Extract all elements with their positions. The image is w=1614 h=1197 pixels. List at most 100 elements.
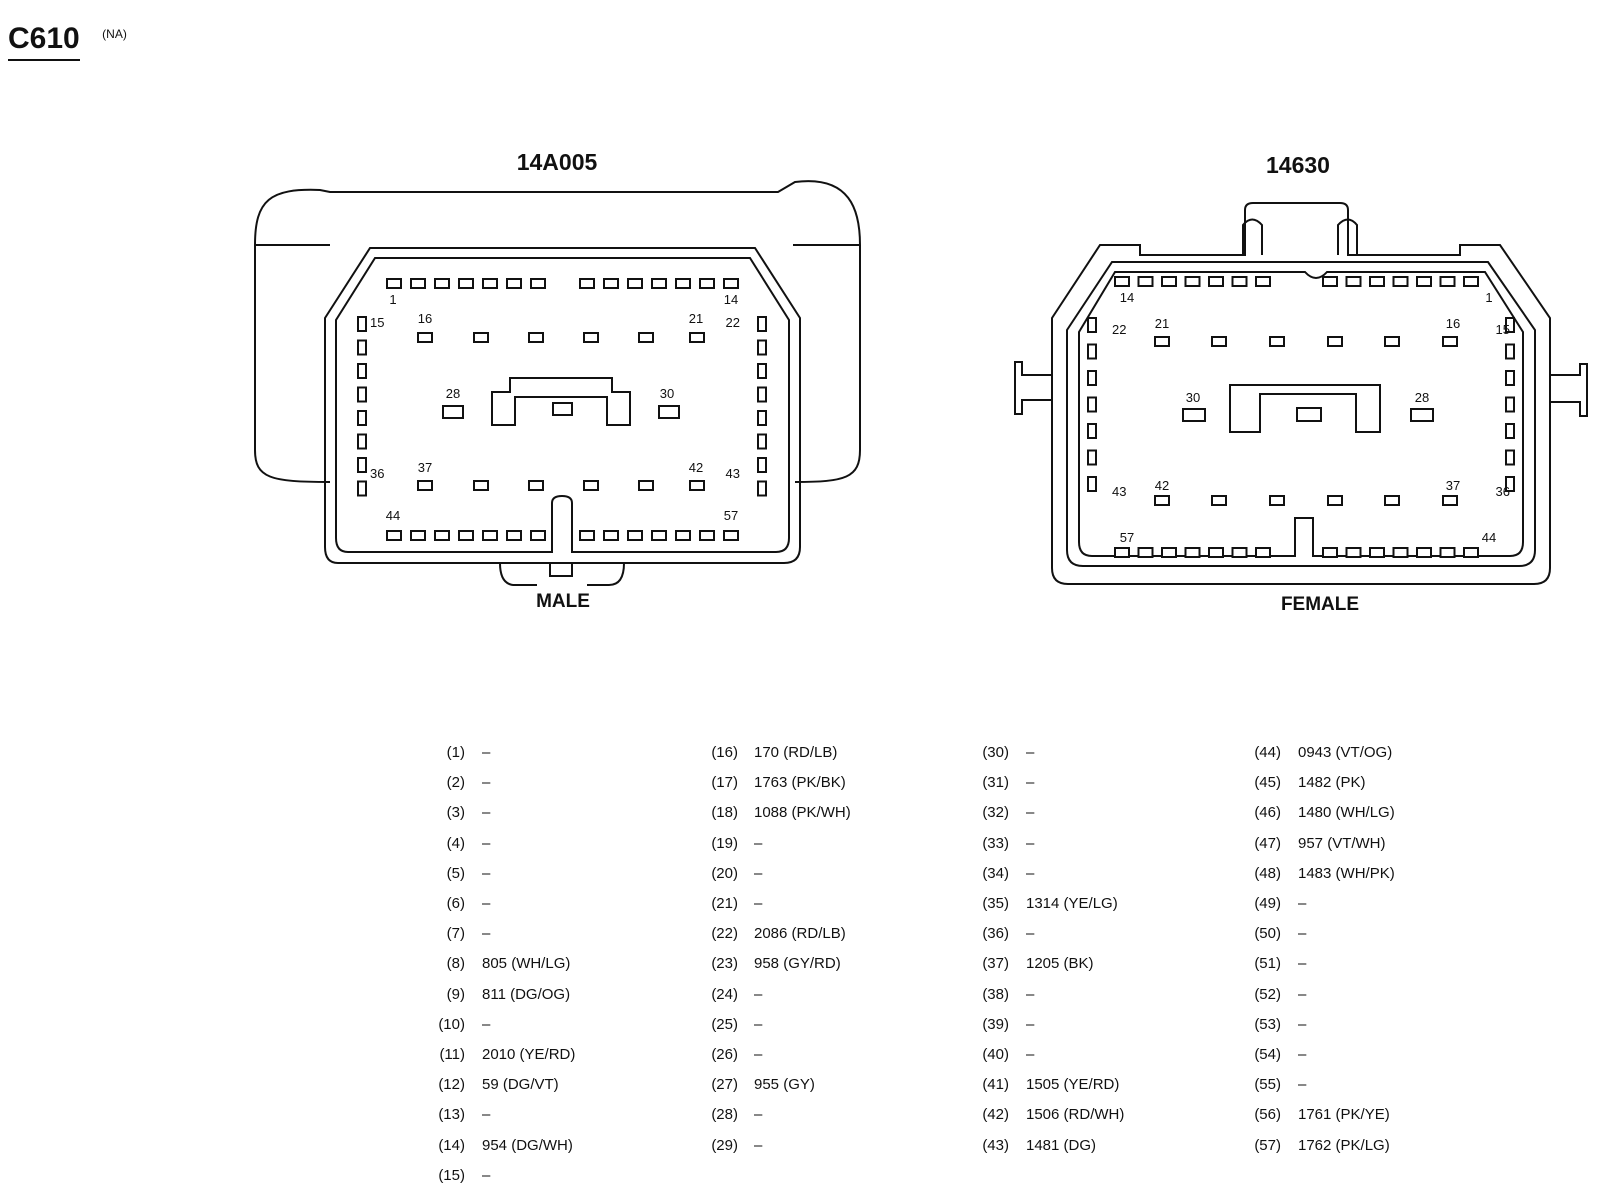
pin-number-text: (9) [446,985,465,1003]
male-pins [357,278,767,541]
pin-number: (39) [949,1016,1009,1046]
female-pin-bottom-right-3 [1392,547,1409,558]
pin-number: (56) [1221,1106,1281,1136]
male-bottom-tabs [499,562,625,586]
female-pin-col-left-1 [1087,343,1097,360]
female-pin-col-right-6 [1505,476,1515,492]
pin-number-text: (38) [982,985,1009,1003]
male-pin-col-left-1 [357,339,367,356]
male-pin-bottom-left-2 [434,530,450,541]
pin-number: (34) [949,865,1009,895]
pin-number: (26) [678,1046,738,1076]
pin-number-text: (24) [711,985,738,1003]
pin-number: (41) [949,1076,1009,1106]
pin-number-text: (29) [711,1136,738,1154]
pin-number: (25) [678,1016,738,1046]
female-gender-label: FEMALE [1281,594,1359,615]
pin-number: (38) [949,986,1009,1016]
pin-number: (49) [1221,895,1281,925]
pin-number-text: (19) [711,834,738,852]
female-label-pin-30: 30 [1186,390,1200,405]
male-pin-bottom-right-6 [723,530,739,541]
pin-number: (37) [949,955,1009,985]
pin-number-text: (57) [1254,1136,1281,1154]
female-pin-top-left-5 [1231,276,1248,287]
female-pin-col-left-3 [1087,396,1097,413]
female-housing-outline [1051,202,1551,585]
male-pin-row-upper-1 [473,332,489,343]
pin-number: (51) [1221,955,1281,985]
pin-number-text: (42) [982,1106,1009,1124]
pin-number-text: (55) [1254,1076,1281,1094]
female-label-pin-44: 44 [1482,530,1496,545]
male-face-outer [324,247,801,564]
pin-number-text: (23) [711,955,738,973]
female-pin-col-left-5 [1087,449,1097,466]
pin-circuit: – [482,864,491,882]
pin-number-text: (51) [1254,955,1281,973]
male-label-pin-44: 44 [386,508,400,523]
pin-number: (44) [1221,744,1281,774]
pin-number-text: (10) [438,1015,465,1033]
male-pin-30 [658,405,680,419]
pin-number: (36) [949,925,1009,955]
male-label-pin-36: 36 [370,466,384,481]
male-bottom-key [549,562,573,577]
pin-circuit: – [1026,985,1035,1003]
pin-number-text: (11) [439,1046,465,1063]
male-pin-bottom-left-3 [458,530,474,541]
female-side-latch-right [1550,363,1588,417]
connector-variant: (NA) [102,27,127,41]
male-pin-col-left-4 [357,410,367,426]
pin-number: (40) [949,1046,1009,1076]
pin-circuit: – [482,925,491,943]
pin-number-text: (39) [982,1015,1009,1033]
pin-number-text: (4) [446,834,465,852]
female-label-pin-21: 21 [1155,316,1169,331]
pin-number: (11) [405,1046,465,1076]
pin-number: (28) [678,1106,738,1136]
male-pin-bottom-right-1 [603,530,619,541]
pin-number-text: (5) [446,864,465,882]
pin-circuit: 2086 (RD/LB) [754,925,846,943]
female-label-pin-14: 14 [1120,290,1134,305]
female-side-latch-left [1014,361,1052,415]
male-pin-col-left-6 [357,457,367,473]
female-label-pin-37: 37 [1446,478,1460,493]
pin-number: (54) [1221,1046,1281,1076]
female-pin-bottom-left-0 [1114,547,1130,558]
female-pin-row-lower-0 [1154,495,1170,506]
male-pin-bottom-left-5 [506,530,522,541]
pin-number: (30) [949,744,1009,774]
pin-number-text: (2) [446,774,465,792]
male-gender-label: MALE [536,591,590,612]
female-pin-row-upper-1 [1211,336,1227,347]
female-face-inner [1078,271,1524,557]
male-pin-row-lower-3 [583,480,599,491]
pin-circuit: – [1026,834,1035,852]
female-pin-col-left-2 [1087,370,1097,386]
male-part-number: 14A005 [517,149,598,175]
female-center-key [1229,384,1381,433]
male-pin-top-left-4 [482,278,498,289]
pin-number-text: (27) [711,1076,738,1094]
female-label-pin-28: 28 [1415,390,1429,405]
female-pin-col-left-6 [1087,476,1097,492]
pin-circuit: – [754,1136,763,1154]
pin-number-text: (43) [982,1136,1009,1154]
male-pin-col-right-7 [757,480,767,497]
female-label-pin-22: 22 [1112,322,1126,337]
pin-number-text: (35) [982,895,1009,912]
pin-circuit: – [1026,804,1035,822]
female-pin-row-upper-4 [1384,336,1400,347]
pin-circuit: – [1026,1015,1035,1033]
male-housing-outline [254,180,861,483]
male-pin-top-right-1 [603,278,619,289]
pin-circuit: – [482,834,491,852]
pin-number: (24) [678,986,738,1016]
female-pin-bottom-left-2 [1161,547,1177,558]
pin-circuit: – [754,895,763,912]
pin-number-text: (13) [438,1106,465,1124]
pin-number: (3) [405,804,465,834]
pin-number-text: (37) [982,955,1009,973]
